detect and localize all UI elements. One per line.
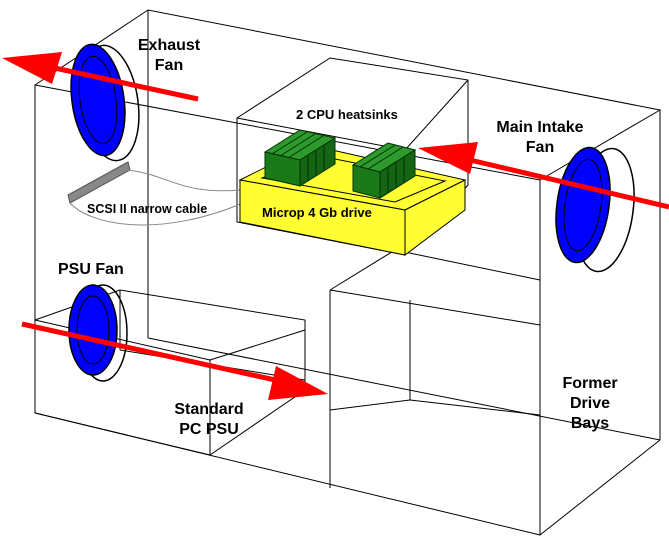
main-intake-fan-label-line: Main Intake	[496, 119, 584, 136]
main-intake-fan-label-line: Fan	[525, 139, 555, 156]
psu-fan-label: PSU Fan	[58, 261, 124, 278]
exhaust-airflow-arrow	[2, 52, 199, 102]
drive-bays-label-line: Drive	[569, 395, 611, 412]
exhaust-fan-label-line: Exhaust	[137, 37, 201, 54]
drive-bays-label-line: Former	[562, 375, 618, 392]
case-edge-bottom-right	[539, 439, 661, 536]
psu-box-edge	[34, 319, 211, 361]
cpu-box-edge	[236, 117, 406, 151]
scsi-cable	[69, 199, 251, 226]
psu-label-line: Standard	[174, 401, 244, 418]
exhaust-fan-label-line: Fan	[154, 57, 184, 74]
case-edge-bottom-back	[147, 337, 661, 441]
drive-bays-edge	[409, 399, 541, 416]
drive-bays-outline	[329, 249, 541, 291]
scsi-cable	[127, 169, 241, 192]
drive-bays-edge	[329, 289, 541, 326]
psu-airflow-arrow	[21, 321, 328, 400]
main-intake-fan-icon	[555, 146, 635, 273]
cpu-box-edge	[404, 79, 469, 151]
scsi-cable-label: SCSI II narrow cable	[87, 202, 208, 216]
psu-label: Standard PC PSU	[160, 400, 258, 440]
heatsink-2	[351, 142, 417, 199]
drive-bays-edge	[329, 399, 411, 411]
cpu-box-outline	[236, 57, 469, 256]
drive-bays-label-line: Bays	[570, 415, 610, 432]
drive-bays-label: Former Drive Bays	[550, 374, 630, 434]
exhaust-fan-label: Exhaust Fan	[130, 36, 208, 76]
case-outline	[34, 9, 662, 536]
main-intake-fan-label: Main Intake Fan	[480, 118, 600, 158]
psu-box-edge	[209, 329, 306, 361]
scsi-cable-connector	[67, 161, 131, 204]
heatsink-1	[263, 129, 337, 187]
intake-airflow-arrow	[418, 142, 669, 210]
drive-side	[404, 179, 466, 256]
cpu-heatsinks-label: 2 CPU heatsinks	[296, 107, 398, 122]
psu-label-line: PC PSU	[179, 421, 239, 438]
psu-fan-icon	[68, 284, 128, 382]
drive-label: Microp 4 Gb drive	[262, 205, 372, 220]
